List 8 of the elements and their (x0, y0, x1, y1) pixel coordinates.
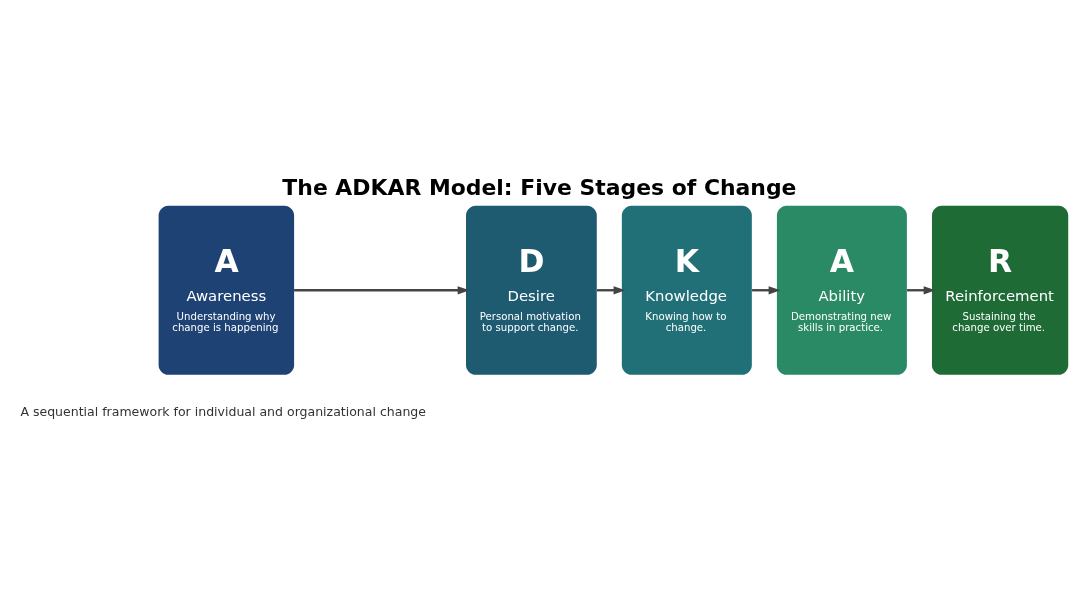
node-box: A Awareness Understanding why change is happening (158, 205, 295, 375)
node-box: K Knowledge Knowing how to change. (621, 205, 752, 375)
arrow (294, 285, 470, 294)
label: A sequential framework for individual and organizational change (20, 403, 426, 419)
node-box: A Ability Demonstrating new skills in practice. (776, 205, 907, 375)
node-box: R Reinforcement Sustaining the change over time. (931, 205, 1069, 375)
node-box: D Desire Personal motivation to support change. (466, 205, 597, 375)
diagram-title: The ADKAR Model: Five Stages of Change (282, 174, 797, 200)
